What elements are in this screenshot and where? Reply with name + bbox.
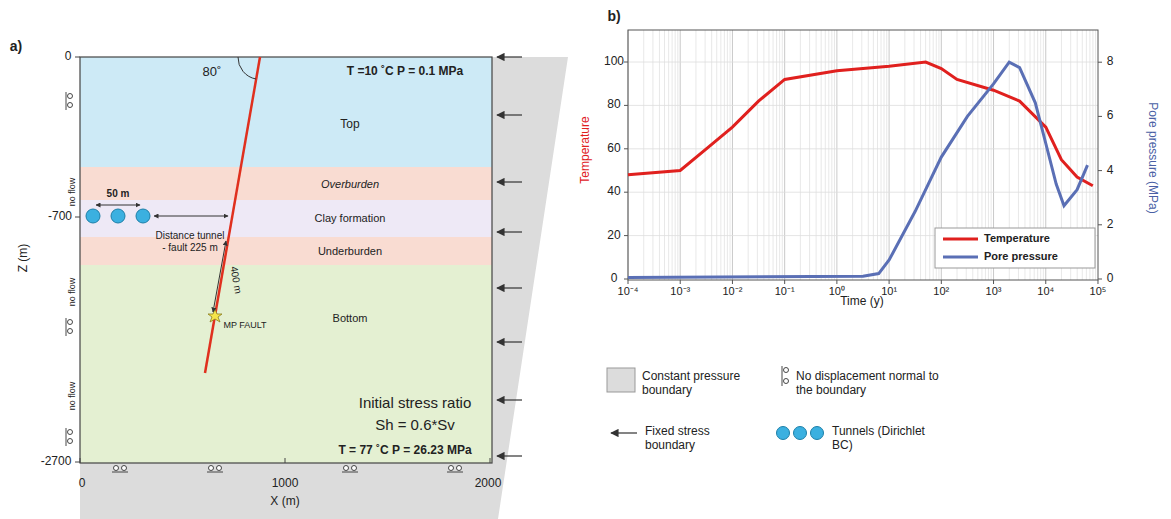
annotation: 0 [65,50,72,64]
bottom-band [80,265,492,463]
tick-label: 10² [933,285,949,298]
annotation: Time (y) [840,295,884,309]
layer-label: Underburden [318,245,382,258]
annotation: 2000 [475,477,502,491]
annotation: no flow [67,382,77,411]
legend-text: Pore pressure [984,250,1058,263]
legend-text: Constant pressure boundary [642,370,762,398]
dim-arrow [96,205,140,206]
mp-star [208,309,222,322]
legend-text: Fixed stress boundary [645,425,735,453]
legend-symbol [607,368,635,392]
tick-label: 100 [604,55,624,69]
annotation: T = 77 ˚C P = 26.23 MPa [338,444,471,458]
annotation: 50 m [107,188,130,200]
axis-ticks [75,57,490,463]
layer-band: Underburden [80,237,492,265]
legend-line [943,238,978,241]
tick-label: 10¹ [881,285,897,298]
tick-label: 4 [1107,164,1114,178]
annotation: Distance tunnel - fault 225 m [153,230,228,253]
underburden-band [80,237,492,265]
chart-frame [628,30,1098,280]
annotation: X (m) [270,495,299,509]
annotation: 80˚ [203,65,222,80]
tick-label: 10³ [986,285,1002,298]
layer-band: Clay formation [80,200,492,237]
annotation: -700 [48,210,72,224]
temperature-curve [628,62,1093,186]
dim-arrow [154,216,228,217]
overburden-band [80,167,492,200]
legend-symbol [777,427,824,440]
tick-label: 60 [607,142,620,156]
tick-label: 10⁻¹ [775,285,795,298]
tick-label: 10⁻³ [670,285,690,298]
layer-label: Clay formation [315,212,386,225]
tick-label: 0 [611,272,618,286]
tick-label: 10⁻² [722,285,742,298]
roller-symbols [66,92,463,472]
fixed-stress-arrows [497,57,522,456]
annotation: Pore pressure (MPa) [1145,102,1159,213]
clay-band [80,200,492,237]
annotation: Temperature [579,116,593,183]
tick-label: 10⁰ [829,285,845,298]
tick-label: 10⁵ [1090,285,1107,298]
annotation: Sh = 0.6*Sv [375,416,455,433]
annotation: MP FAULT [223,320,266,330]
legend-symbol [782,366,789,386]
chart-grid [624,30,1102,284]
layer-label: Top [340,118,359,132]
tick-label: 80 [607,98,620,112]
tick-label: 0 [1107,272,1114,286]
annotation: no flow [67,278,77,307]
model-border [80,57,492,463]
top-band [80,57,492,167]
legend-symbol [611,432,637,433]
angle-arc [238,57,256,79]
annotation: no flow [67,178,77,207]
tick-label: 10⁴ [1037,285,1054,298]
tick-label: 6 [1107,109,1114,123]
layer-label: Overburden [321,178,379,191]
annotation: 1000 [272,477,299,491]
chart-legend-box [935,228,1095,268]
layer-label: Bottom [333,312,368,325]
annotation: a) [10,38,22,54]
annotation: 0 [79,477,86,491]
tunnels [86,209,150,223]
tick-label: 20 [607,229,620,243]
constant-pressure-ground [80,57,568,519]
annotation: Initial stress ratio [359,394,472,411]
tick-label: 40 [607,185,620,199]
tick-label: 10⁻⁴ [618,285,639,298]
legend-line [943,256,978,259]
legend-text: Temperature [984,232,1050,245]
legend-text: No displacement normal to the boundary [796,370,946,398]
annotation: T =10 ˚C P = 0.1 MPa [347,65,464,79]
tick-label: 2 [1107,218,1114,232]
annotation: b) [607,8,620,24]
annotation: -2700 [41,455,72,469]
legend-text: Tunnels (Dirichlet BC) [832,425,942,453]
tick-label: 8 [1107,55,1114,69]
annotation: Z (m) [17,244,31,273]
layer-band: Overburden [80,167,492,200]
